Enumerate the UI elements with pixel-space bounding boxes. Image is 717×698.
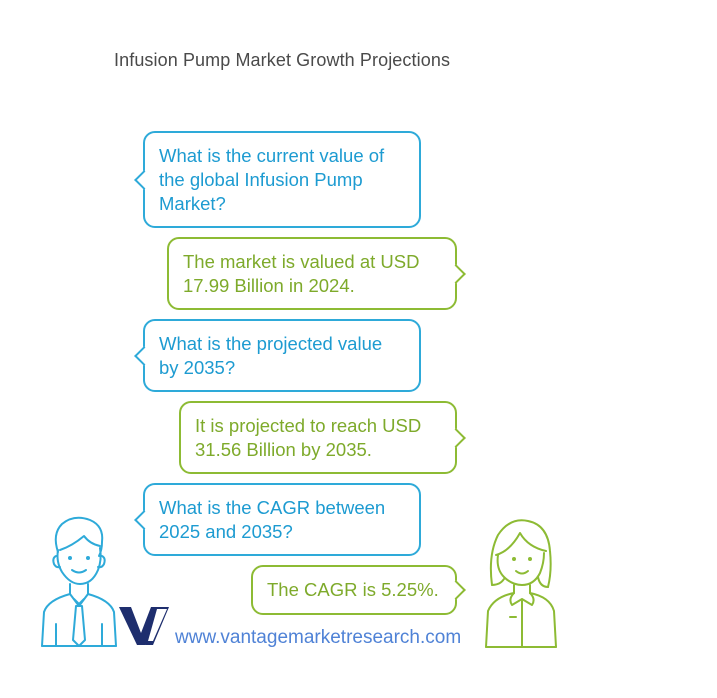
answer-text-3: The CAGR is 5.25%. [267,579,439,600]
question-text-3: What is the CAGR between 2025 and 2035? [159,497,386,542]
answer-bubble-3: The CAGR is 5.25%. [251,565,466,615]
bubble-tail [134,169,154,190]
bubble-tail [134,345,154,366]
bubble-tail [446,580,466,600]
answer-bubble-1: The market is valued at USD 17.99 Billio… [167,237,466,310]
question-text-2: What is the projected value by 2035? [159,333,383,378]
website-url: www.vantagemarketresearch.com [175,627,462,648]
question-bubble-1: What is the current value of the global … [134,131,421,228]
vantage-logo-icon [119,607,169,645]
answer-text-2: It is projected to reach USD 31.56 Billi… [195,415,422,460]
bubble-tail [446,263,466,284]
woman-avatar-icon [485,519,557,648]
question-bubble-2: What is the projected value by 2035? [134,319,421,392]
man-avatar-icon [41,516,117,647]
bubble-tail [446,427,466,448]
question-text-1: What is the current value of the global … [159,145,385,214]
answer-bubble-2: It is projected to reach USD 31.56 Billi… [179,401,466,474]
question-bubble-3: What is the CAGR between 2025 and 2035? [134,483,421,556]
page-title: Infusion Pump Market Growth Projections [114,50,451,70]
bubble-tail [134,509,154,530]
answer-text-1: The market is valued at USD 17.99 Billio… [183,251,420,296]
